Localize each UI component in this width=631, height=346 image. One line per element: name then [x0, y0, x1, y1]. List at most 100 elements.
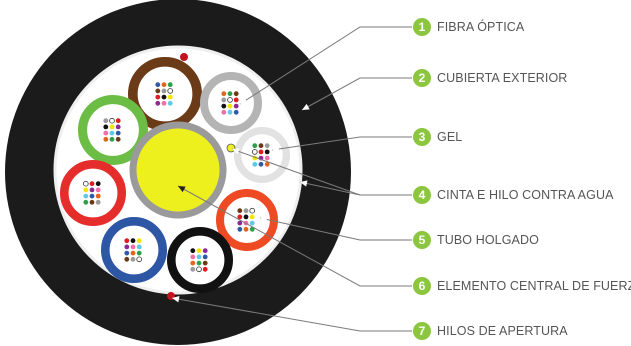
tube-wall	[60, 160, 126, 227]
arrow-head-icon	[172, 296, 180, 303]
optical-fiber	[95, 187, 101, 193]
legend-item-hilos-apertura: 7 HILOS DE APERTURA	[413, 321, 568, 341]
optical-fiber	[196, 254, 202, 260]
optical-fiber	[264, 155, 270, 161]
optical-fiber	[249, 214, 255, 220]
optical-fiber	[221, 97, 227, 103]
tube-wall	[199, 71, 262, 134]
leader-line-tubo-holgado	[259, 217, 412, 241]
optical-fiber	[252, 149, 258, 155]
legend-item-elemento-central: 6 ELEMENTO CENTRAL DE FUERZA	[413, 276, 631, 296]
optical-fiber	[136, 250, 142, 256]
optical-fiber	[89, 187, 95, 193]
optical-fiber	[136, 244, 142, 250]
water-yarn-dot	[226, 143, 236, 153]
optical-fiber	[155, 94, 161, 100]
optical-fiber	[190, 266, 196, 272]
loose-tube-gray	[199, 71, 262, 134]
optical-fiber	[202, 254, 208, 260]
optical-fiber	[202, 260, 208, 266]
optical-fiber	[202, 266, 208, 272]
optical-fiber	[196, 266, 202, 273]
optical-fiber	[109, 117, 115, 124]
optical-fiber	[252, 143, 258, 149]
arrow-head-icon	[272, 145, 280, 153]
optical-fiber	[233, 97, 239, 103]
loose-tube-orange	[215, 188, 278, 251]
optical-fiber	[258, 143, 264, 149]
tube-wall	[233, 126, 291, 184]
optical-fiber	[233, 103, 239, 109]
optical-fiber	[103, 118, 109, 124]
optical-fiber	[233, 109, 239, 115]
optical-fiber	[136, 256, 143, 263]
optical-fiber	[237, 226, 243, 232]
optical-fiber	[136, 238, 142, 244]
legend-number-badge: 1	[413, 18, 431, 36]
optical-fiber	[237, 208, 243, 214]
leader-lines	[171, 26, 412, 332]
optical-fiber	[130, 238, 136, 244]
optical-fiber	[109, 136, 115, 142]
tube-wall	[78, 95, 149, 166]
optical-fiber	[161, 94, 167, 100]
optical-fiber	[115, 118, 121, 124]
optical-fiber	[249, 226, 255, 232]
ripcord-top	[180, 53, 188, 61]
optical-fiber	[161, 88, 167, 94]
optical-fiber	[83, 187, 89, 193]
optical-fiber	[264, 143, 270, 149]
leader-line-gel	[271, 136, 412, 151]
loose-tube-black	[167, 227, 234, 294]
legend-number-badge: 6	[413, 277, 431, 295]
legend-label: CUBIERTA EXTERIOR	[437, 71, 568, 85]
optical-fiber	[243, 214, 249, 220]
optical-fiber	[167, 82, 173, 88]
loose-tube-white	[233, 126, 291, 184]
legend-item-fibra-optica: 1 FIBRA ÓPTICA	[413, 17, 524, 37]
arrow-head-icon	[260, 216, 268, 223]
tube-wall	[101, 217, 167, 284]
leader-line-elemento-central	[177, 185, 412, 287]
optical-fiber	[124, 244, 130, 250]
optical-fiber	[124, 238, 130, 244]
optical-fiber	[103, 130, 109, 136]
cable-cross-section	[5, 0, 351, 345]
legend-number-badge: 3	[413, 128, 431, 146]
optical-fiber	[161, 100, 167, 106]
optical-fiber	[227, 109, 233, 115]
optical-fiber	[252, 161, 258, 167]
optical-fiber	[89, 193, 95, 199]
optical-fiber	[227, 103, 233, 109]
optical-fiber	[227, 97, 233, 103]
optical-fiber	[167, 100, 173, 106]
legend-item-cubierta-exterior: 2 CUBIERTA EXTERIOR	[413, 68, 567, 88]
optical-fiber	[115, 136, 121, 142]
optical-fiber	[109, 130, 115, 136]
optical-fiber	[103, 136, 109, 142]
optical-fiber	[227, 91, 233, 97]
legend-label: FIBRA ÓPTICA	[437, 20, 525, 34]
optical-fiber	[249, 207, 256, 214]
optical-fiber	[161, 82, 167, 88]
optical-fiber	[237, 214, 243, 220]
legend-item-tubo-holgado: 5 TUBO HOLGADO	[413, 230, 539, 250]
optical-fiber	[89, 199, 95, 205]
optical-fiber	[83, 199, 89, 205]
optical-fiber	[249, 220, 255, 226]
legend-label: CINTA E HILO CONTRA AGUA	[437, 188, 614, 202]
loose-tube-green	[78, 95, 149, 166]
arrow-head-icon	[300, 180, 308, 187]
optical-fiber	[155, 100, 161, 106]
optical-fiber	[237, 220, 243, 226]
legend-item-cinta-hilo: 4 CINTA E HILO CONTRA AGUA	[413, 185, 614, 205]
optical-fiber	[124, 250, 130, 256]
optical-fiber	[258, 161, 264, 167]
optical-fiber	[83, 193, 89, 199]
central-strength-member	[129, 121, 227, 219]
optical-fiber	[124, 256, 130, 262]
loose-tube-blue	[101, 217, 167, 284]
optical-fiber	[95, 181, 101, 187]
arrow-head-icon	[232, 148, 240, 155]
optical-fiber	[264, 149, 270, 155]
